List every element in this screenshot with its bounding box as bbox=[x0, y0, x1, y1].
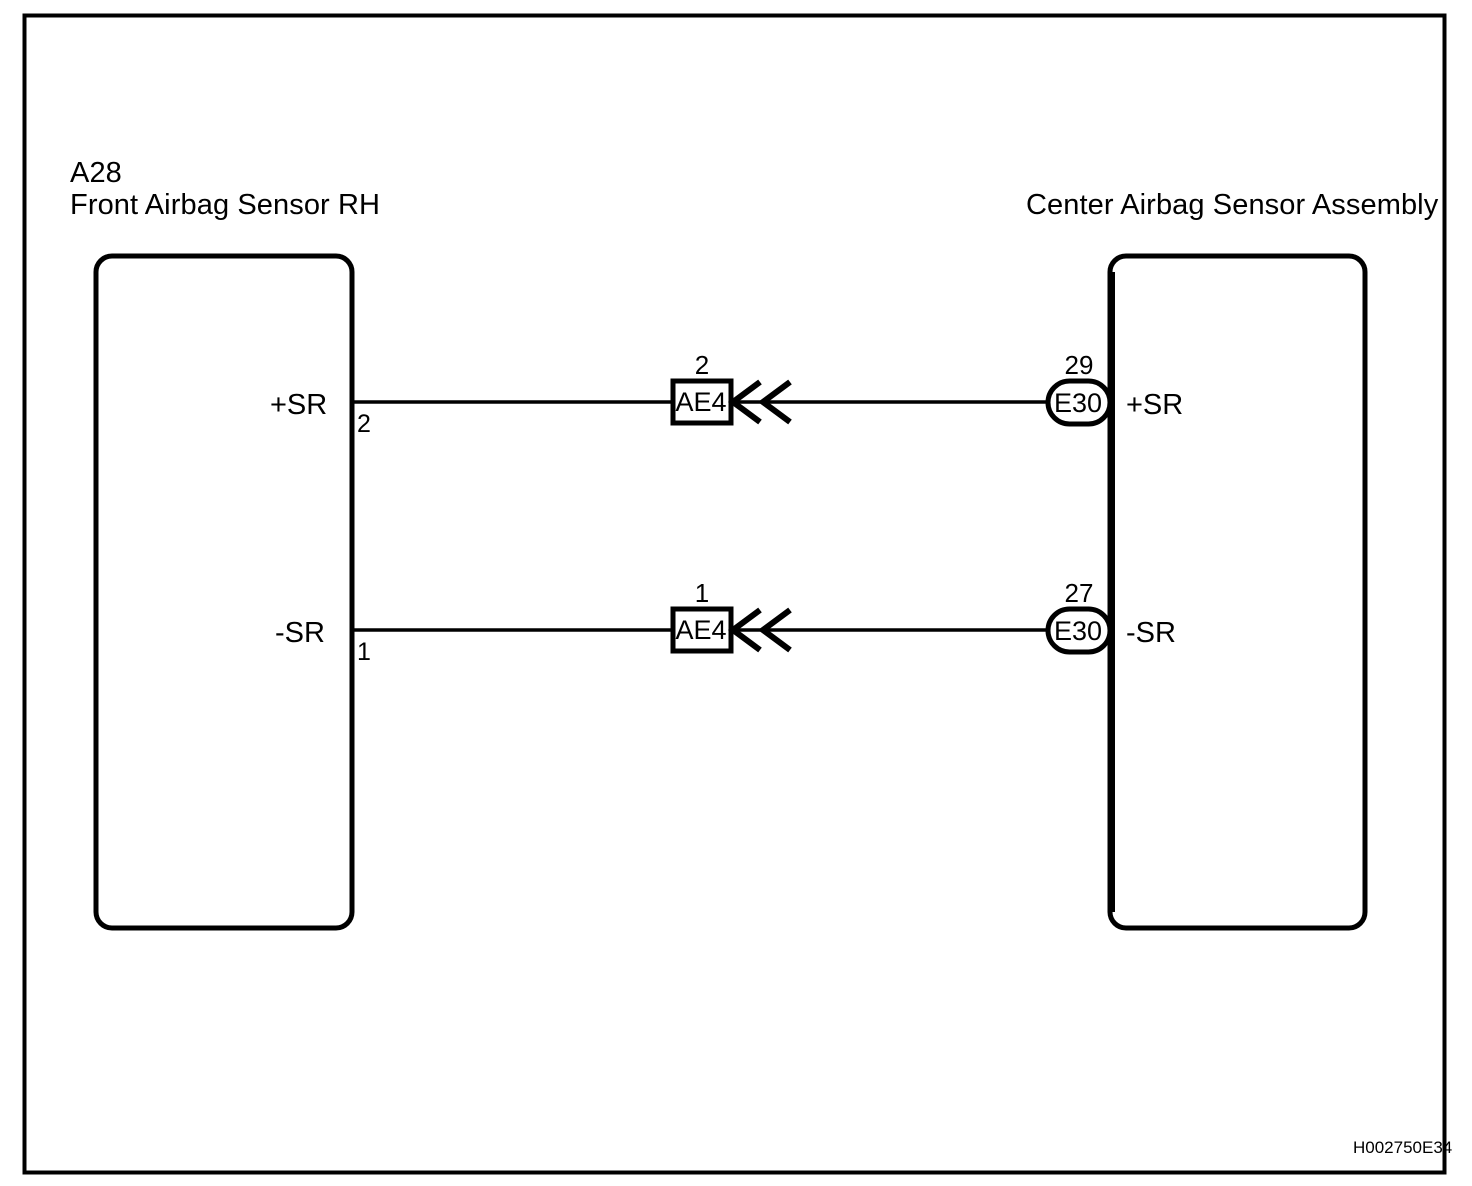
left-pin-number-plus-sr: 2 bbox=[357, 410, 371, 438]
junction-code-2: AE4 bbox=[675, 615, 727, 645]
right-pin-label-minus-sr: -SR bbox=[1126, 617, 1176, 649]
right-pin-number-minus-sr: 27 bbox=[1064, 578, 1094, 608]
junction-number-2: 1 bbox=[694, 578, 710, 608]
left-pin-label-plus-sr: +SR bbox=[270, 389, 328, 421]
right-pin-number-plus-sr: 29 bbox=[1064, 350, 1094, 380]
left-component-name: Front Airbag Sensor RH bbox=[70, 189, 381, 221]
right-component-box bbox=[1107, 253, 1368, 931]
arrowhead-2a-icon bbox=[727, 607, 762, 653]
right-connector-code-2: E30 bbox=[1053, 616, 1103, 646]
right-connector-code-1: E30 bbox=[1053, 388, 1103, 418]
left-component-id: A28 bbox=[70, 157, 122, 189]
junction-box-ae4-2 bbox=[670, 606, 734, 654]
left-component-box bbox=[93, 253, 355, 931]
arrowhead-1b-icon bbox=[757, 379, 792, 425]
junction-code-1: AE4 bbox=[675, 387, 727, 417]
document-code: H002750E34 bbox=[1353, 1138, 1453, 1157]
right-pin-label-plus-sr: +SR bbox=[1126, 389, 1184, 421]
left-pin-number-minus-sr: 1 bbox=[357, 638, 371, 666]
arrowhead-2b-icon bbox=[757, 607, 792, 653]
junction-number-1: 2 bbox=[694, 350, 710, 380]
right-component-name: Center Airbag Sensor Assembly bbox=[1026, 189, 1439, 221]
arrowhead-1a-icon bbox=[727, 379, 762, 425]
outer-frame bbox=[22, 13, 1447, 1175]
left-pin-label-minus-sr: -SR bbox=[275, 617, 325, 649]
